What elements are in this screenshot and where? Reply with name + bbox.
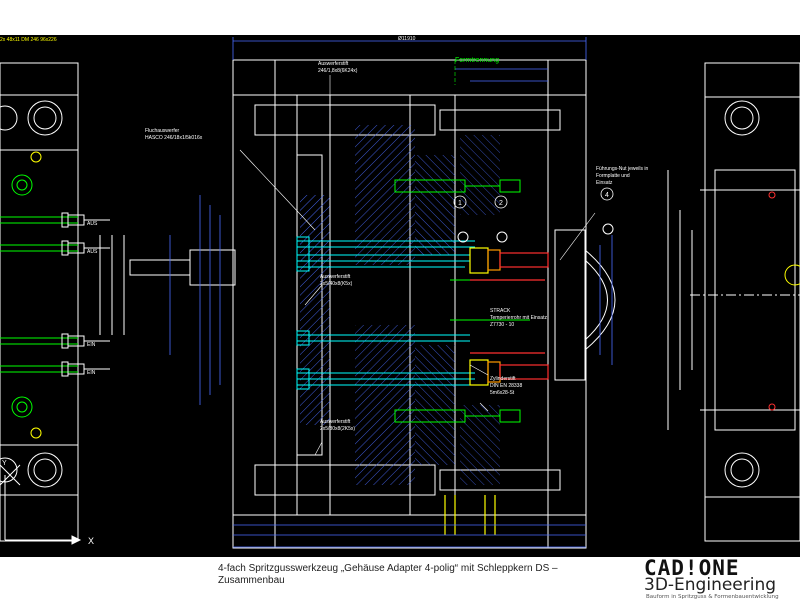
logo-main-text: CAD!ONE xyxy=(644,556,740,580)
callout-zylinderstift-3: 5m6x28-St xyxy=(490,390,515,396)
axis-y-label: Y xyxy=(2,460,7,467)
callout-auswerferstift-mid-2: 2x5/40x8(K5x) xyxy=(320,281,353,287)
leader-lines xyxy=(239,60,596,456)
callout-fuehrungsnut-3: Einsatz xyxy=(596,180,613,186)
logo-subtitle: 3D-Engineering xyxy=(644,575,777,595)
overall-dimension: Ø11910 xyxy=(398,36,416,42)
callout-strack-2: Temperierrohr mit Einsatz xyxy=(490,315,547,321)
main-mold-section xyxy=(129,59,616,549)
ejector-pins xyxy=(296,236,475,390)
callout-fuehrungsnut-1: Führungs-Nut jeweils in xyxy=(596,166,648,172)
callout-auswerferstift-top-2: 246/1,8x8(6K24x) xyxy=(318,68,358,74)
callout-number-2: 2 xyxy=(499,200,503,207)
callout-strack-1: STRACK xyxy=(490,308,511,314)
callout-auswerferstift-top-1: Auswerferstift xyxy=(318,61,349,67)
caption-line-2: Zusammenbau xyxy=(218,575,285,586)
right-side-view xyxy=(667,62,800,542)
cavity-inserts xyxy=(444,247,549,535)
aus-label-1: AUS xyxy=(87,221,98,227)
top-left-label: 2x 48x11 DM 246 96x226 xyxy=(0,37,57,43)
callout-fuehrungsnut-2: Formplatte und xyxy=(596,173,630,179)
callout-auswerferstift-low-1: Auswerferstift xyxy=(320,419,351,425)
left-cooling-lines xyxy=(0,174,78,418)
callout-auswerferstift-mid-1: Auswerferstift xyxy=(320,274,351,280)
callout-zylinderstift-1: Zylinderstift xyxy=(490,376,516,382)
callout-strack-3: Z7730 - 10 xyxy=(490,322,514,328)
left-fittings xyxy=(0,212,125,545)
left-side-view xyxy=(0,62,79,542)
section-hatching xyxy=(300,125,500,485)
formtrennung-label: Formtrennung xyxy=(455,57,499,64)
cad-drawing-canvas: AUS AUS EIN EIN X Y 2x 48x11 DM 246 96x2… xyxy=(0,35,800,557)
caption-line-1: 4-fach Spritzgusswerkzeug „Gehäuse Adapt… xyxy=(218,563,558,574)
callout-fluchauswerfer-2: HASCO 246/18x1/5k016x xyxy=(145,135,203,141)
logo-tagline: Bauform in Spritzguss & Formenbauentwick… xyxy=(646,594,779,600)
callout-number-4: 4 xyxy=(605,192,609,199)
callout-fluchauswerfer-1: Fluchauswerfer xyxy=(145,128,180,134)
callout-auswerferstift-low-2: 2x5/30x8(2K5x) xyxy=(320,426,355,432)
aus-label-2: AUS xyxy=(87,249,98,255)
company-logo: CAD!ONE 3D-Engineering Bauform in Spritz… xyxy=(640,556,800,600)
drawing-caption: 4-fach Spritzgusswerkzeug „Gehäuse Adapt… xyxy=(218,563,618,587)
callout-zylinderstift-2: DIN EN 28338 xyxy=(490,383,522,389)
dimension-lines xyxy=(169,37,613,548)
mold-assembly-drawing: AUS AUS EIN EIN X Y 2x 48x11 DM 246 96x2… xyxy=(0,35,800,557)
axis-x-label: X xyxy=(88,536,94,546)
ein-label-2: EIN xyxy=(87,370,96,376)
callout-number-1: 1 xyxy=(458,200,462,207)
ein-label-1: EIN xyxy=(87,342,96,348)
